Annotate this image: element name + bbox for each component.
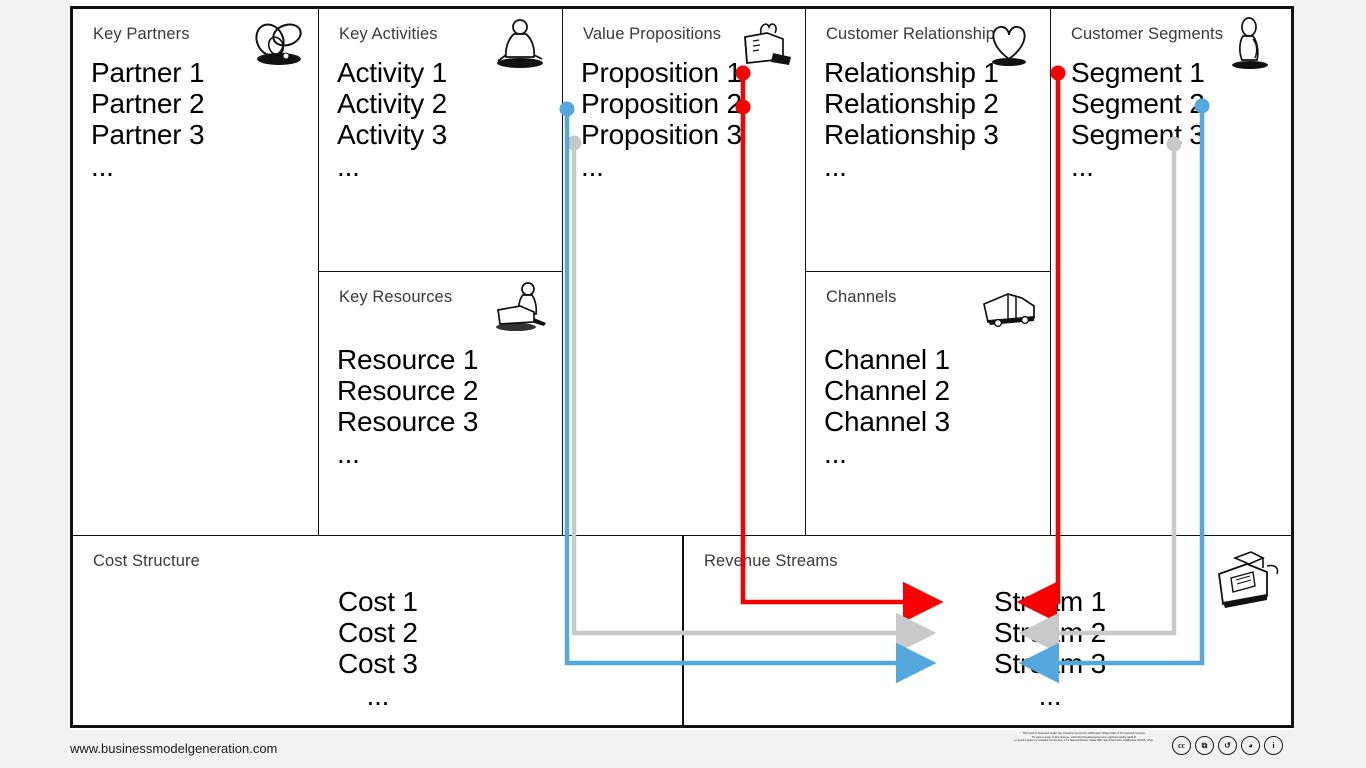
list-item: Cost 3 bbox=[338, 648, 418, 679]
list-item: Proposition 2 bbox=[581, 88, 742, 119]
list-more: ... bbox=[91, 151, 114, 182]
list-item: Partner 3 bbox=[91, 119, 205, 150]
footer-bar: www.businessmodelgeneration.com This wor… bbox=[0, 730, 1366, 768]
list-more: ... bbox=[337, 438, 360, 469]
block-customer-segments[interactable]: Customer Segments Segment 1 Segment 2 Se… bbox=[1051, 9, 1291, 535]
list-item: Stream 1 bbox=[994, 586, 1106, 617]
block-title: Key Resources bbox=[339, 288, 453, 306]
share-alike-icon: ↺ bbox=[1218, 736, 1237, 755]
list-item: Proposition 3 bbox=[581, 119, 742, 150]
license-line: This work is licensed under the Creative… bbox=[1022, 731, 1146, 735]
block-cost-structure[interactable]: Cost Structure Cost 1 Cost 2 Cost 3 ... bbox=[73, 535, 683, 725]
gift-package-icon bbox=[733, 15, 795, 73]
block-key-activities[interactable]: Key Activities Activity 1 Activity 2 Act… bbox=[319, 9, 563, 271]
list-more: ... bbox=[581, 151, 604, 182]
block-key-partners[interactable]: Key Partners Partner 1 Partner 2 Partner… bbox=[73, 9, 319, 535]
block-title: Cost Structure bbox=[93, 552, 200, 570]
block-items: Segment 1 Segment 2 Segment 3 ... bbox=[1071, 57, 1205, 184]
block-items: Cost 1 Cost 2 Cost 3 ... bbox=[338, 586, 418, 713]
block-revenue-streams[interactable]: Revenue Streams Stream 1 Stream 2 Stream… bbox=[683, 535, 1291, 725]
block-title: Key Partners bbox=[93, 25, 190, 43]
right-margin-band bbox=[1294, 0, 1366, 768]
list-item: Resource 2 bbox=[337, 375, 479, 406]
block-items: Resource 1 Resource 2 Resource 3 ... bbox=[337, 344, 478, 471]
block-key-resources[interactable]: Key Resources Resource 1 Resource 2 Reso… bbox=[319, 271, 563, 535]
block-items: Channel 1 Channel 2 Channel 3 ... bbox=[824, 344, 950, 471]
person-standing-icon bbox=[1219, 15, 1281, 73]
list-item: Channel 3 bbox=[824, 406, 950, 437]
list-item: Segment 1 bbox=[1071, 57, 1205, 88]
list-item: Channel 2 bbox=[824, 375, 950, 406]
block-items: Proposition 1 Proposition 2 Proposition … bbox=[581, 57, 742, 184]
cc-icon: cc bbox=[1172, 736, 1191, 755]
block-items: Activity 1 Activity 2 Activity 3 ... bbox=[337, 57, 447, 184]
license-line: or send a letter to Creative Commons, 17… bbox=[1014, 738, 1154, 743]
list-item: Resource 3 bbox=[337, 406, 479, 437]
list-item: Partner 2 bbox=[91, 88, 205, 119]
list-item: Activity 2 bbox=[337, 88, 448, 119]
delivery-truck-icon bbox=[978, 278, 1040, 336]
list-item: Resource 1 bbox=[337, 344, 479, 375]
list-item: Activity 3 bbox=[337, 119, 448, 150]
list-more: ... bbox=[1038, 680, 1062, 711]
worker-hammer-icon bbox=[490, 15, 552, 73]
list-item: Cost 2 bbox=[338, 617, 418, 648]
list-item: Relationship 1 bbox=[824, 57, 999, 88]
sampling-icon: ◕ bbox=[1241, 736, 1260, 755]
list-item: Activity 1 bbox=[337, 57, 448, 88]
block-channels[interactable]: Channels Channel 1 Channel 2 Channel 3 .… bbox=[806, 271, 1051, 535]
cash-register-icon bbox=[1205, 546, 1283, 616]
list-item: Segment 2 bbox=[1071, 88, 1205, 119]
list-item: Stream 2 bbox=[994, 617, 1106, 648]
list-item: Proposition 1 bbox=[581, 57, 742, 88]
block-items: Stream 1 Stream 2 Stream 3 ... bbox=[994, 586, 1106, 713]
list-item: Stream 3 bbox=[994, 648, 1106, 679]
block-items: Relationship 1 Relationship 2 Relationsh… bbox=[824, 57, 999, 184]
left-margin-band bbox=[0, 0, 70, 768]
block-title: Customer Segments bbox=[1071, 25, 1224, 43]
list-more: ... bbox=[824, 438, 847, 469]
chain-links-icon bbox=[246, 15, 308, 73]
list-item: Channel 1 bbox=[824, 344, 950, 375]
block-title: Key Activities bbox=[339, 25, 438, 43]
by-icon: ⧉ bbox=[1195, 736, 1214, 755]
block-title: Revenue Streams bbox=[704, 552, 838, 570]
list-item: Cost 1 bbox=[338, 586, 418, 617]
list-more: ... bbox=[824, 151, 847, 182]
block-value-propositions[interactable]: Value Propositions Proposition 1 Proposi… bbox=[563, 9, 806, 535]
license-line: To view a copy of this license, visit ht… bbox=[1031, 734, 1137, 739]
list-item: Relationship 3 bbox=[824, 119, 999, 150]
block-title: Customer Relationships bbox=[826, 25, 1004, 43]
block-items: Partner 1 Partner 2 Partner 3 ... bbox=[91, 57, 205, 184]
list-more: ... bbox=[1071, 151, 1094, 182]
worker-machine-icon bbox=[490, 278, 552, 336]
block-title: Value Propositions bbox=[583, 25, 722, 43]
business-model-canvas: Key Partners Partner 1 Partner 2 Partner… bbox=[70, 6, 1294, 728]
list-item: Relationship 2 bbox=[824, 88, 999, 119]
footer-website-link[interactable]: www.businessmodelgeneration.com bbox=[70, 741, 278, 756]
block-customer-relationships[interactable]: Customer Relationships Relationship 1 Re… bbox=[806, 9, 1051, 271]
list-more: ... bbox=[337, 151, 360, 182]
license-text: This work is licensed under the Creative… bbox=[1000, 731, 1168, 743]
list-item: Segment 3 bbox=[1071, 119, 1205, 150]
list-more: ... bbox=[366, 680, 390, 711]
list-item: Partner 1 bbox=[91, 57, 205, 88]
block-title: Channels bbox=[826, 288, 897, 306]
creative-commons-badges: cc ⧉ ↺ ◕ i bbox=[1172, 736, 1283, 755]
attribution-icon: i bbox=[1264, 736, 1283, 755]
